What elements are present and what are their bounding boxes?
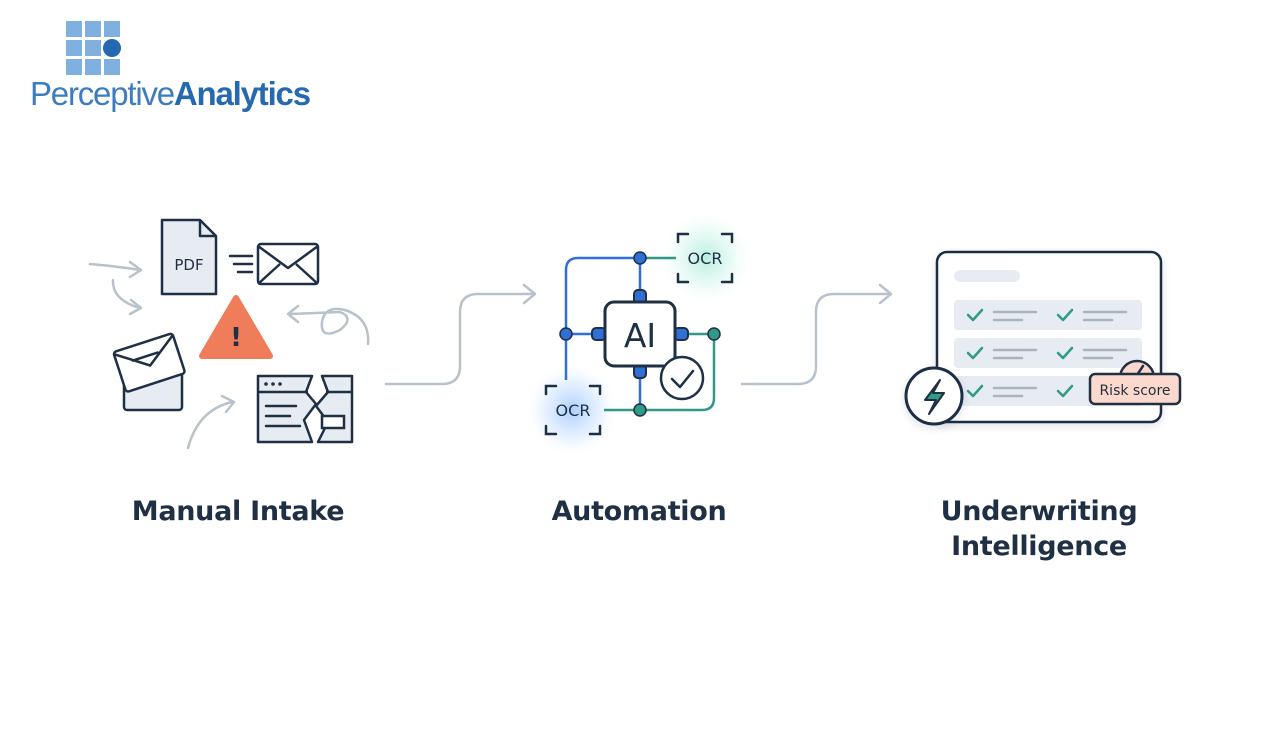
warning-mark: ! <box>230 323 242 353</box>
stage-3-line-1: Underwriting <box>940 496 1138 527</box>
logo-grid-icon <box>66 21 121 75</box>
brand-logo: PerceptiveAnalytics <box>30 18 330 118</box>
ai-label: AI <box>624 316 656 355</box>
brand-wordmark: PerceptiveAnalytics <box>30 75 311 112</box>
brand-name-bold: Analytics <box>173 75 311 112</box>
risk-score-label: Risk score <box>1099 383 1170 399</box>
envelope-icon <box>228 242 320 286</box>
pdf-label: PDF <box>174 256 203 274</box>
stage-1-line-1: Manual Intake <box>131 496 345 527</box>
ocr-top-label: OCR <box>688 249 723 268</box>
risk-score-badge: Risk score <box>1088 359 1182 406</box>
underwriting-illustration: Risk score <box>904 250 1182 426</box>
stage-label-manual-intake: Manual Intake <box>88 494 388 529</box>
manual-intake-illustration: PDF ! <box>88 218 370 450</box>
circuit-nodes <box>559 251 721 417</box>
browser-window-icon <box>256 374 354 444</box>
stage-label-automation: Automation <box>489 494 789 529</box>
pdf-document-icon: PDF <box>160 218 218 296</box>
stage-2-line-1: Automation <box>551 496 727 527</box>
connector-arrow-2 <box>740 283 893 386</box>
stage-label-underwriting-intelligence: Underwriting Intelligence <box>889 494 1189 564</box>
stage-3-line-2: Intelligence <box>951 531 1127 562</box>
ocr-scan-icon-bottom: OCR <box>544 384 602 436</box>
connector-arrow-1 <box>384 283 537 386</box>
automation-illustration: AI OCR <box>524 210 754 458</box>
ai-chip-icon: AI <box>591 289 689 379</box>
brand-name-light: Perceptive <box>30 75 175 112</box>
warning-triangle-icon: ! <box>199 295 273 359</box>
mail-stack-icon <box>112 332 186 412</box>
check-circle-icon <box>659 355 705 401</box>
lightning-bolt-icon <box>904 366 964 426</box>
ocr-scan-icon: OCR <box>676 232 734 284</box>
intake-arrows-icon <box>88 260 370 450</box>
ocr-bottom-label: OCR <box>556 401 591 420</box>
